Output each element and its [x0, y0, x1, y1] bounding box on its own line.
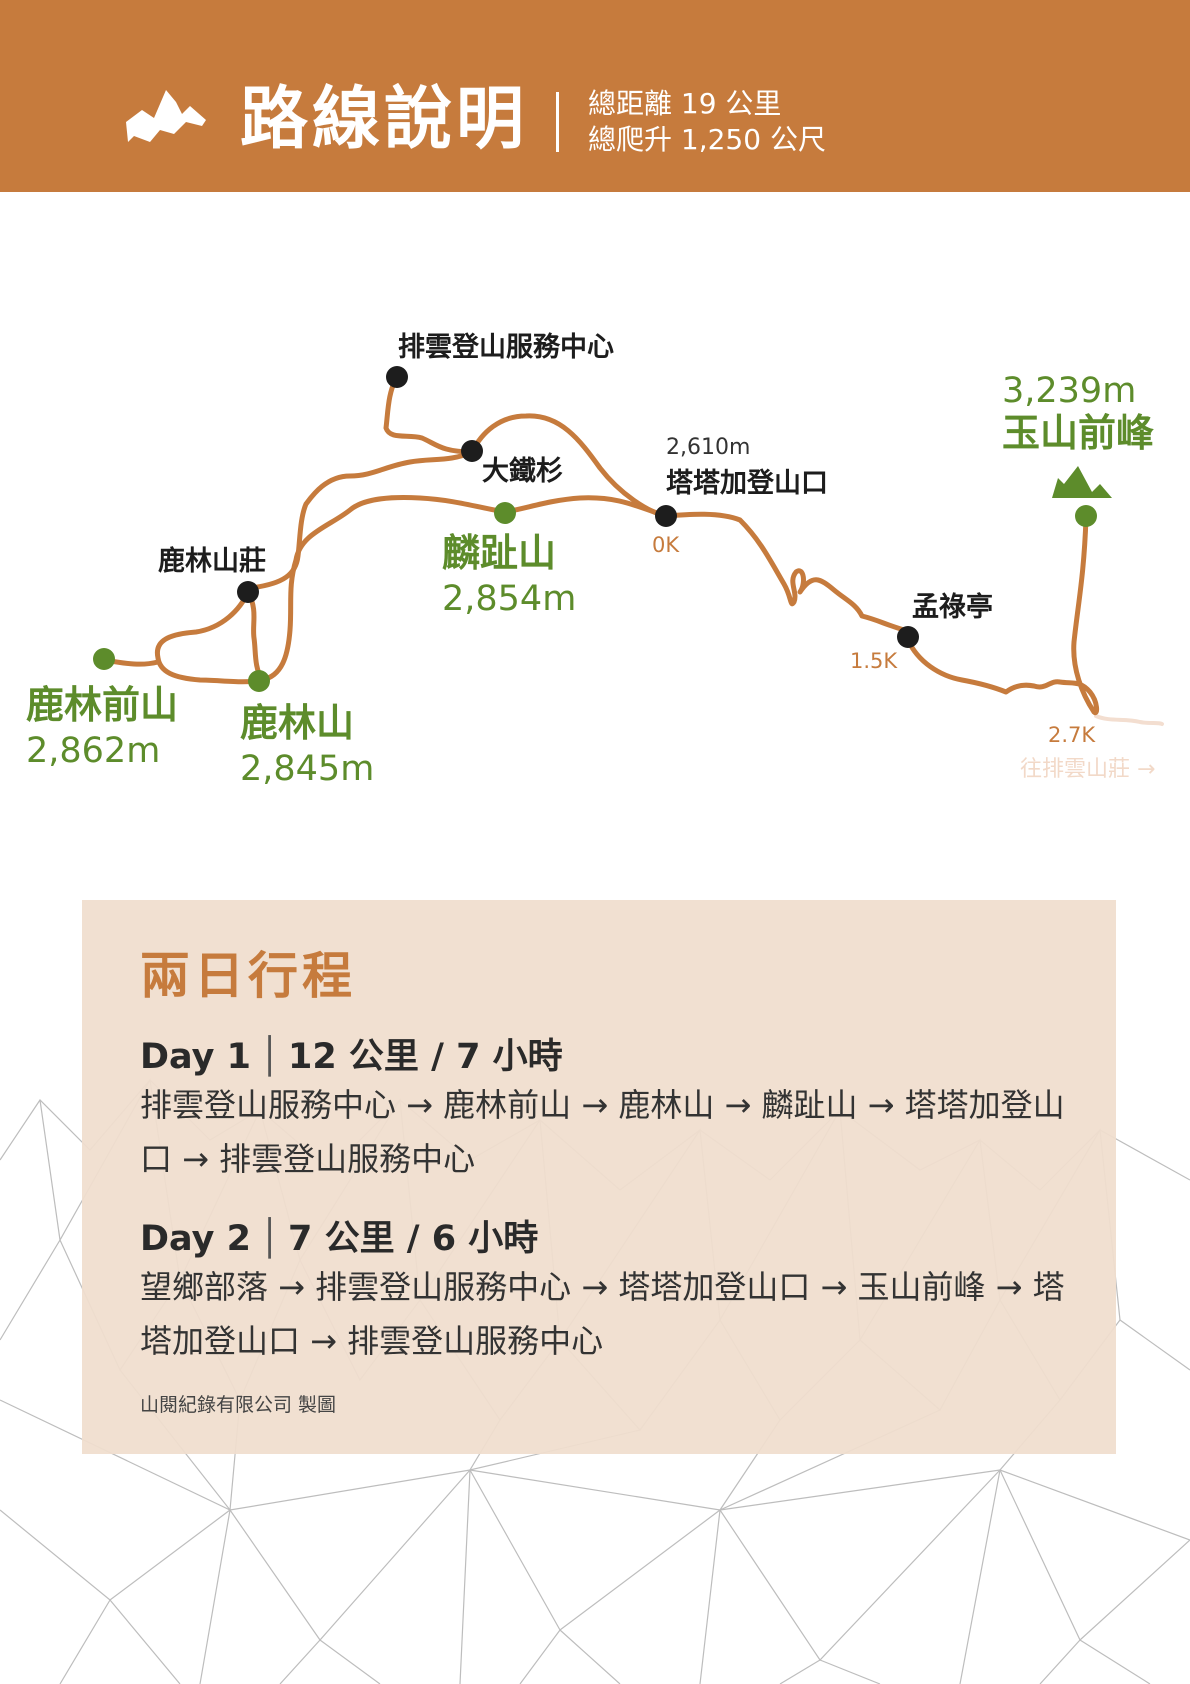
- marker-linzhi-peak[interactable]: [494, 502, 516, 524]
- page-title: 路線說明: [240, 79, 529, 159]
- label-mengluting: 孟祿亭: [912, 591, 993, 623]
- day2-separator: │: [258, 1219, 281, 1259]
- route-map: 排雲登山服務中心 大鐵杉 2,610m 塔塔加登山口 0K 鹿林山莊 孟祿亭 1…: [26, 332, 1164, 789]
- route-datiesha-trailhead-north: [469, 413, 669, 519]
- route-datiesha-lulin-lodge: [247, 449, 475, 591]
- marker-yushan-front-peak[interactable]: [1075, 505, 1097, 527]
- day2-heading: Day 2│7 公里 / 6 小時: [140, 1210, 538, 1261]
- day1-separator: │: [258, 1037, 281, 1077]
- marker-service-center[interactable]: [386, 366, 408, 388]
- route-trailhead-mengluting: [663, 511, 912, 643]
- marker-lulin-peak[interactable]: [248, 670, 270, 692]
- day2-route: 望鄉部落 → 排雲登山服務中心 → 塔塔加登山口 → 玉山前峰 → 塔塔加登山口…: [140, 1268, 1065, 1360]
- day2-label: Day 2: [140, 1219, 251, 1259]
- label-yushan-front-peak: 玉山前峰: [1002, 411, 1154, 455]
- summit-triangle-icon: [1052, 466, 1112, 498]
- label-trailhead-elevation: 2,610m: [666, 435, 750, 460]
- label-lulin-lodge: 鹿林山莊: [158, 545, 266, 577]
- title-divider: [556, 92, 559, 152]
- day1-heading: Day 1│12 公里 / 7 小時: [140, 1028, 563, 1079]
- marker-trailhead[interactable]: [655, 505, 677, 527]
- label-linzhi-elevation: 2,854m: [442, 579, 576, 619]
- label-km-1-5: 1.5K: [850, 649, 898, 673]
- route-to-paiyun-lodge: [1094, 714, 1164, 726]
- label-lulin-front-elevation: 2,862m: [26, 731, 160, 771]
- label-lulin-elevation: 2,845m: [240, 749, 374, 789]
- marker-datiesha[interactable]: [461, 440, 483, 462]
- label-to-paiyun-lodge: 往排雲山莊 →: [1020, 757, 1155, 782]
- route-mengluting-yushan-front: [905, 515, 1100, 716]
- day1-route: 排雲登山服務中心 → 鹿林前山 → 鹿林山 → 麟趾山 → 塔塔加登山口 → 排…: [140, 1086, 1065, 1178]
- day2-summary: 7 公里 / 6 小時: [288, 1219, 539, 1259]
- marker-lulin-lodge[interactable]: [237, 581, 259, 603]
- route-service-center-datiesha: [383, 374, 475, 455]
- label-service-center: 排雲登山服務中心: [398, 332, 614, 363]
- route-trailhead-linzhi-lulin: [259, 495, 669, 683]
- label-km-2-7: 2.7K: [1048, 723, 1096, 747]
- label-yushan-front-elevation: 3,239m: [1002, 371, 1136, 411]
- total-distance: 總距離 19 公里: [588, 87, 782, 120]
- marker-mengluting[interactable]: [897, 626, 919, 648]
- header-banner: 路線說明 總距離 19 公里 總爬升 1,250 公尺: [0, 0, 1190, 192]
- label-trailhead: 塔塔加登山口: [666, 468, 828, 499]
- mountain-logo-icon: [126, 90, 206, 142]
- label-km-0: 0K: [652, 533, 680, 557]
- marker-lulin-front-peak[interactable]: [93, 648, 115, 670]
- day1-summary: 12 公里 / 7 小時: [288, 1037, 563, 1077]
- itinerary-card: 兩日行程 Day 1│12 公里 / 7 小時 排雲登山服務中心 → 鹿林前山 …: [82, 900, 1116, 1454]
- itinerary-title: 兩日行程: [140, 946, 356, 1005]
- map-credit: 山閱紀錄有限公司 製圖: [140, 1394, 337, 1416]
- route-lulin-lodge-loop: [154, 589, 265, 685]
- total-ascent: 總爬升 1,250 公尺: [588, 123, 826, 156]
- day1-label: Day 1: [140, 1037, 251, 1077]
- label-lulin-front-peak: 鹿林前山: [26, 683, 178, 727]
- label-linzhi-peak: 麟趾山: [442, 531, 556, 575]
- label-lulin-peak: 鹿林山: [240, 701, 354, 745]
- label-datiesha: 大鐵杉: [482, 456, 563, 487]
